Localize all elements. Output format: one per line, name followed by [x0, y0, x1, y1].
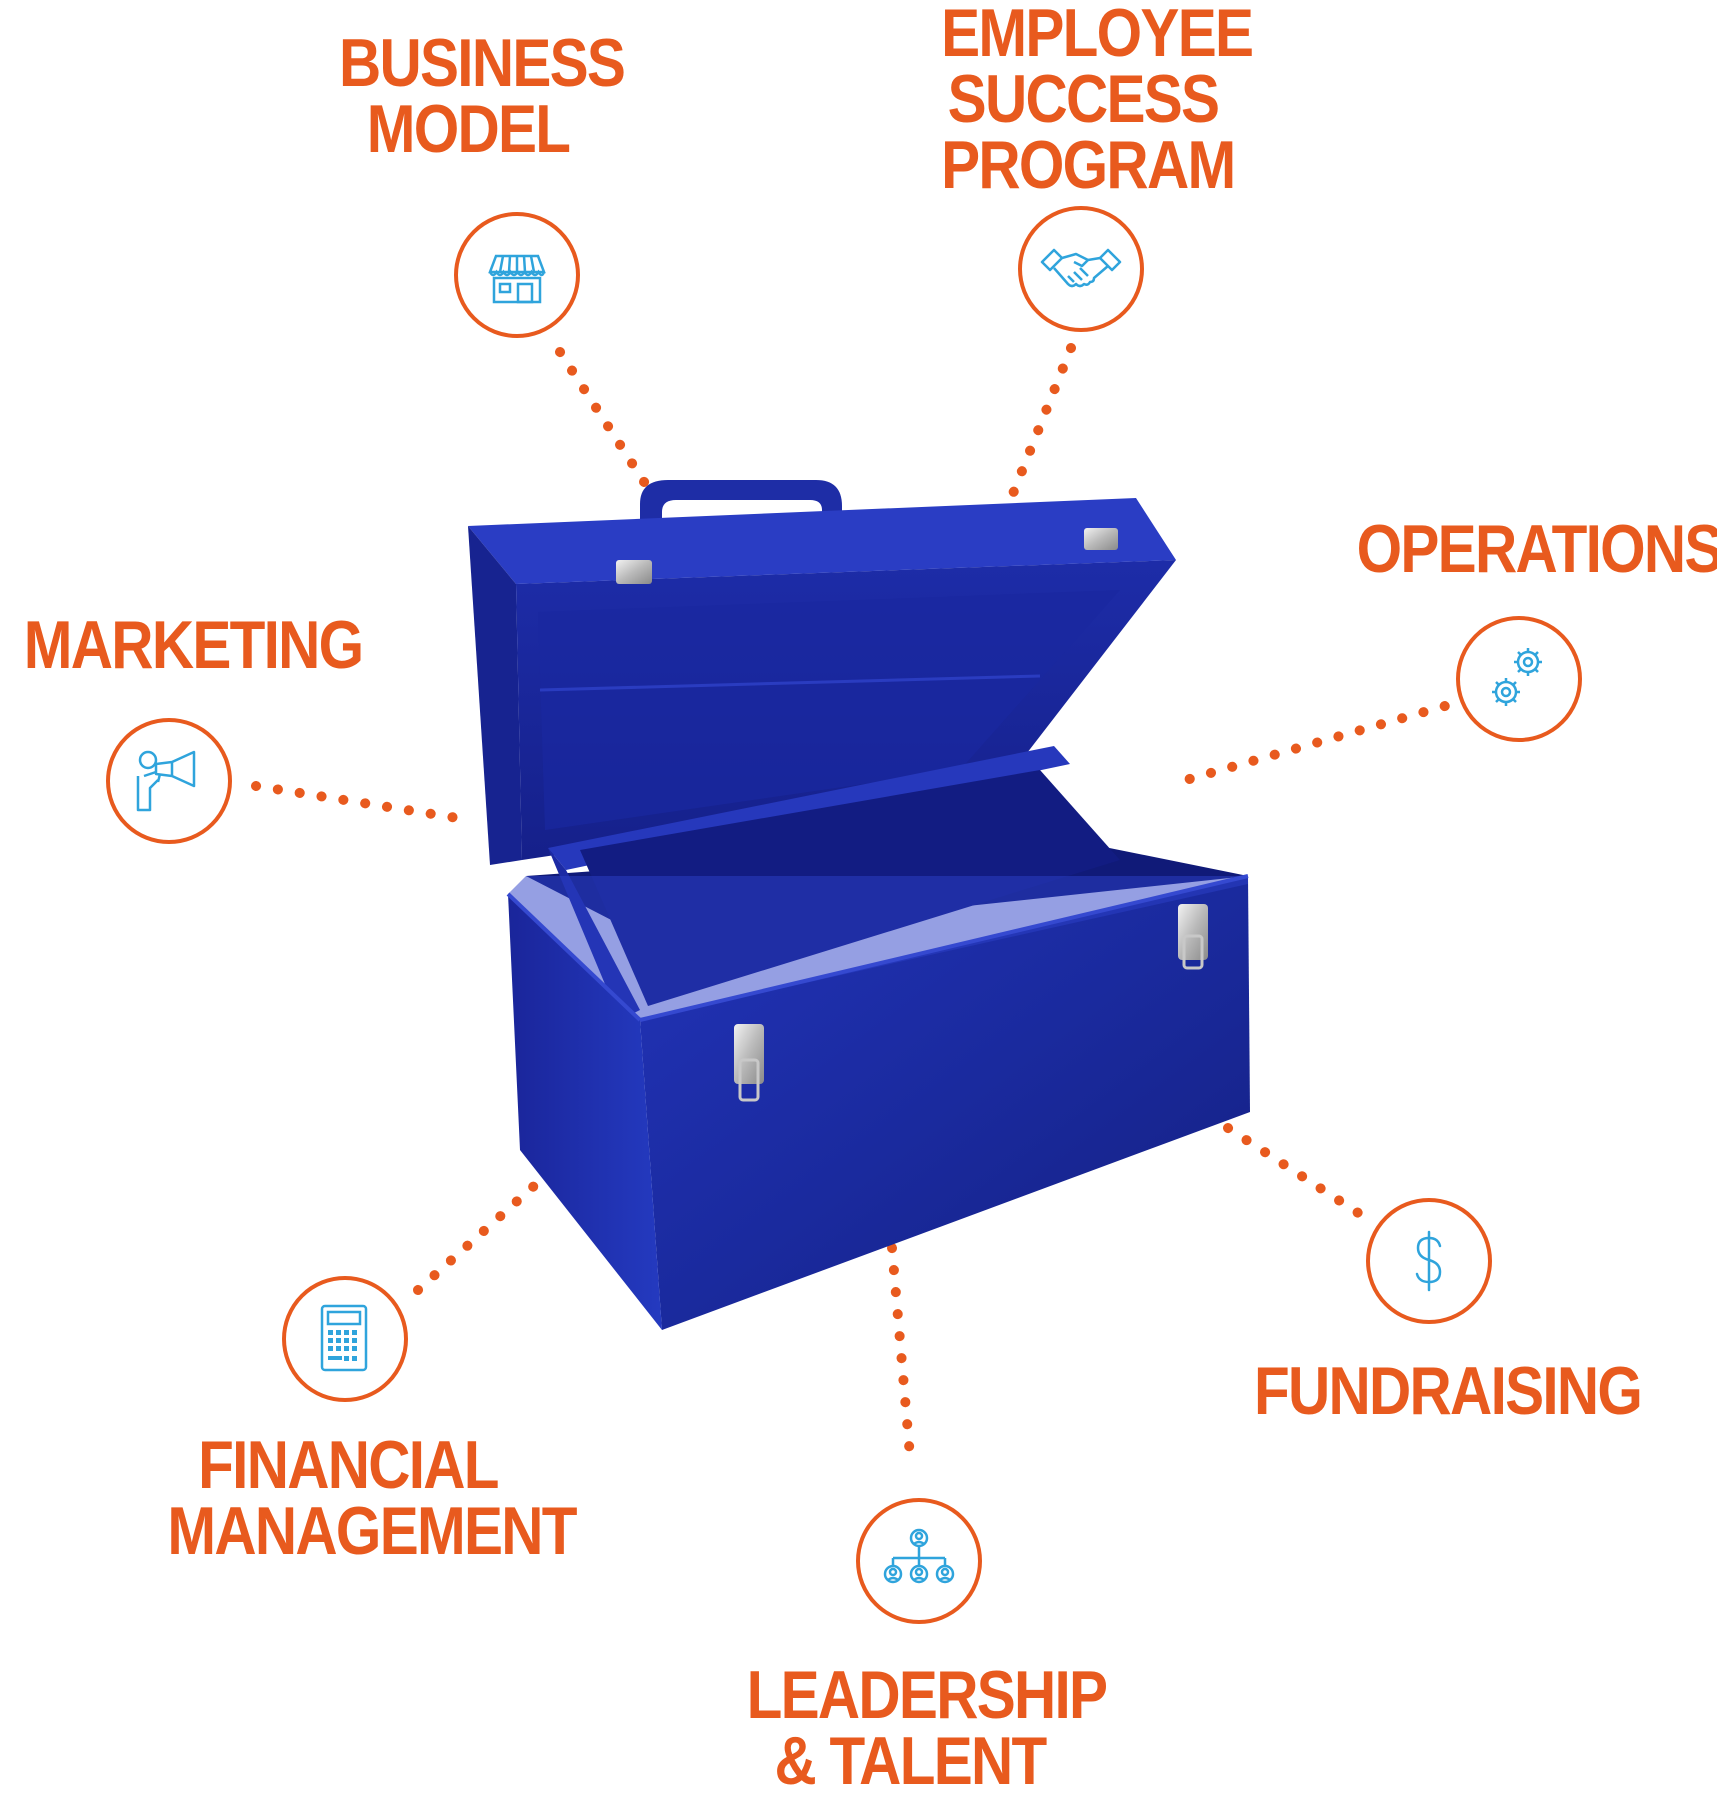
connector-marketing	[251, 781, 475, 825]
org-chart-icon	[883, 1528, 955, 1584]
marketing-circle	[106, 718, 232, 844]
connector-operations	[1167, 695, 1471, 789]
label-leadership-talent: LEADERSHIP & TALENT	[746, 1657, 1108, 1799]
operations-circle	[1456, 616, 1582, 742]
gears-icon	[1492, 648, 1542, 706]
connector-leadership	[887, 1243, 915, 1461]
connector-lines	[251, 343, 1471, 1461]
business-model-circle	[454, 212, 580, 338]
dollar-icon	[1415, 1230, 1442, 1292]
employee-success-circle	[1018, 206, 1144, 332]
financial-management-circle	[282, 1276, 408, 1402]
calculator-icon	[320, 1304, 368, 1372]
megaphone-icon	[136, 750, 196, 812]
leadership-talent-circle	[856, 1498, 982, 1624]
label-fundraising: FUNDRAISING	[1254, 1353, 1643, 1429]
handshake-icon	[1040, 248, 1122, 288]
label-operations: OPERATIONS	[1356, 511, 1717, 587]
connector-employee-success	[1007, 343, 1076, 501]
toolbox-illustration	[468, 480, 1250, 1330]
connector-fundraising	[1223, 1123, 1371, 1223]
label-financial-management: FINANCIAL MANAGEMENT	[167, 1427, 577, 1569]
fundraising-circle	[1366, 1198, 1492, 1324]
label-employee-success: EMPLOYEE SUCCESS PROGRAM	[941, 0, 1254, 203]
label-business-model: BUSINESS MODEL	[339, 25, 626, 167]
storefront-icon	[488, 254, 546, 304]
connector-business-model	[555, 347, 653, 493]
connector-financial	[413, 1163, 559, 1295]
label-marketing: MARKETING	[23, 607, 364, 683]
